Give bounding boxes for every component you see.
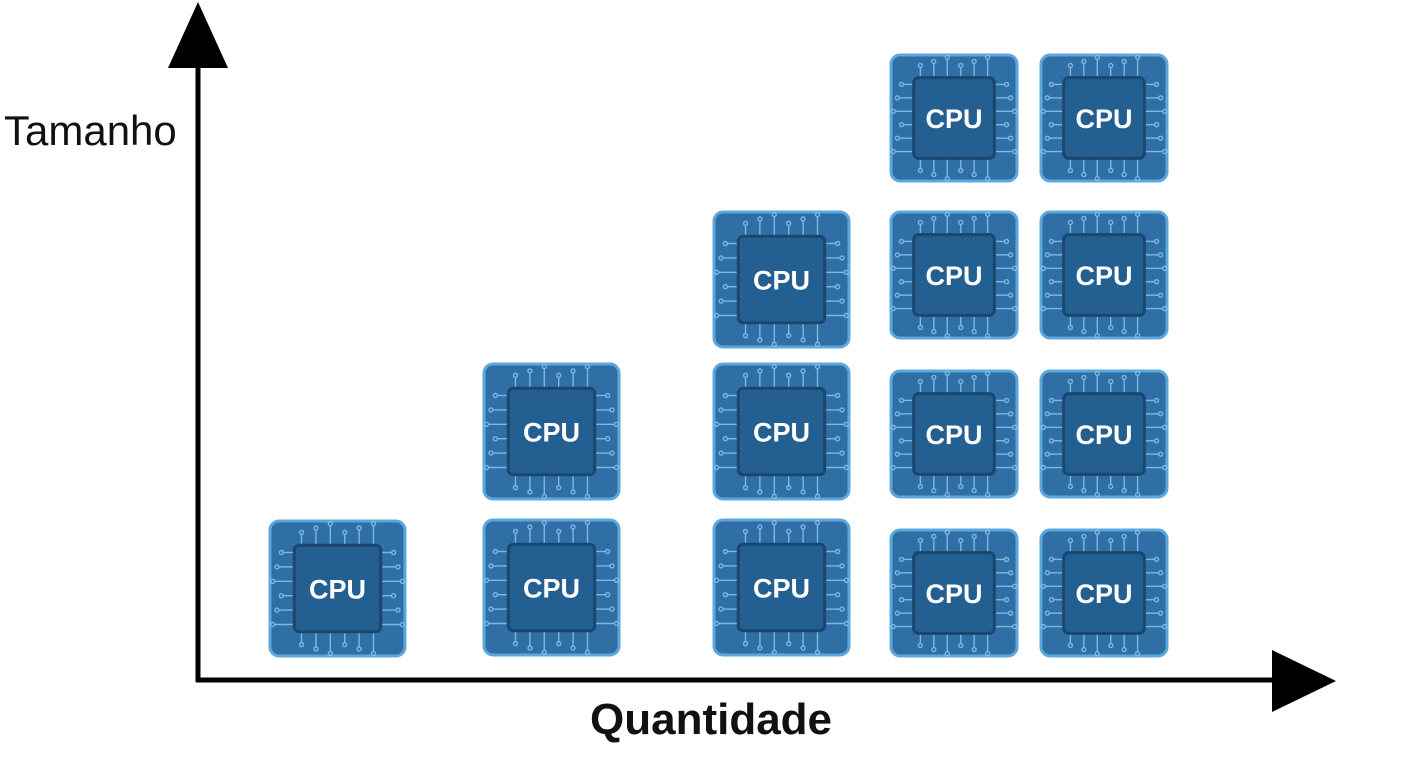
chip-core [736, 386, 827, 477]
chip-traces [890, 54, 1018, 182]
chip-traces [713, 211, 850, 348]
y-axis-label: Tamanho [4, 107, 177, 154]
cpu-chip-icon: CPU [482, 362, 621, 501]
cpu-label: CPU [523, 418, 580, 448]
chip-traces [483, 519, 620, 656]
cpu-label: CPU [753, 266, 810, 296]
chip-traces [890, 211, 1018, 339]
chip-traces [713, 519, 850, 656]
chip-core [292, 543, 383, 634]
chip-core [912, 76, 996, 160]
cpu-chip-icon: CPU [482, 518, 621, 657]
chip-core [506, 386, 597, 477]
cpu-chip-icon: CPU [889, 369, 1019, 499]
chip-core [1062, 76, 1146, 160]
chip-core [912, 233, 996, 317]
x-axis-arrow-icon [1272, 650, 1336, 712]
cpu-label: CPU [1075, 104, 1132, 134]
chip-traces [1040, 370, 1168, 498]
chip-traces [890, 529, 1018, 657]
cpu-label: CPU [925, 104, 982, 134]
cpu-chip-icon: CPU [712, 518, 851, 657]
cpu-label: CPU [523, 574, 580, 604]
cpu-label: CPU [1075, 420, 1132, 450]
cpu-chip-icon: CPU [889, 210, 1019, 340]
chip-group: CPU CPU CPU CPU CPU CPU CPU CPU CPU CPU CPU CPU CPU C… [268, 53, 1169, 658]
chip-core [736, 542, 827, 633]
chip-core [912, 551, 996, 635]
chip-core [1062, 392, 1146, 476]
y-axis-arrow-icon [168, 2, 228, 68]
chip-traces [1040, 211, 1168, 339]
cpu-label: CPU [753, 418, 810, 448]
chip-core [736, 234, 827, 325]
chip-core [506, 542, 597, 633]
chip-core [912, 392, 996, 476]
chip-traces [713, 363, 850, 500]
cpu-chip-icon: CPU [889, 528, 1019, 658]
chip-traces [1040, 529, 1168, 657]
cpu-label: CPU [925, 579, 982, 609]
chip-core [1062, 551, 1146, 635]
cpu-label: CPU [925, 261, 982, 291]
cpu-label: CPU [309, 575, 366, 605]
chip-traces [1040, 54, 1168, 182]
cpu-chip-icon: CPU [1039, 210, 1169, 340]
cpu-label: CPU [925, 420, 982, 450]
chip-traces [890, 370, 1018, 498]
cpu-chip-icon: CPU [889, 53, 1019, 183]
chip-traces [269, 520, 406, 657]
cpu-chip-icon: CPU [712, 210, 851, 349]
cpu-label: CPU [1075, 579, 1132, 609]
chip-core [1062, 233, 1146, 317]
cpu-label: CPU [753, 574, 810, 604]
cpu-chip-icon: CPU [712, 362, 851, 501]
cpu-chip-icon: CPU [1039, 528, 1169, 658]
cpu-chip-icon: CPU [268, 519, 407, 658]
cpu-chip-icon: CPU [1039, 369, 1169, 499]
cpu-chip-icon: CPU [1039, 53, 1169, 183]
x-axis-label: Quantidade [590, 695, 833, 744]
cpu-label: CPU [1075, 261, 1132, 291]
chip-traces [483, 363, 620, 500]
